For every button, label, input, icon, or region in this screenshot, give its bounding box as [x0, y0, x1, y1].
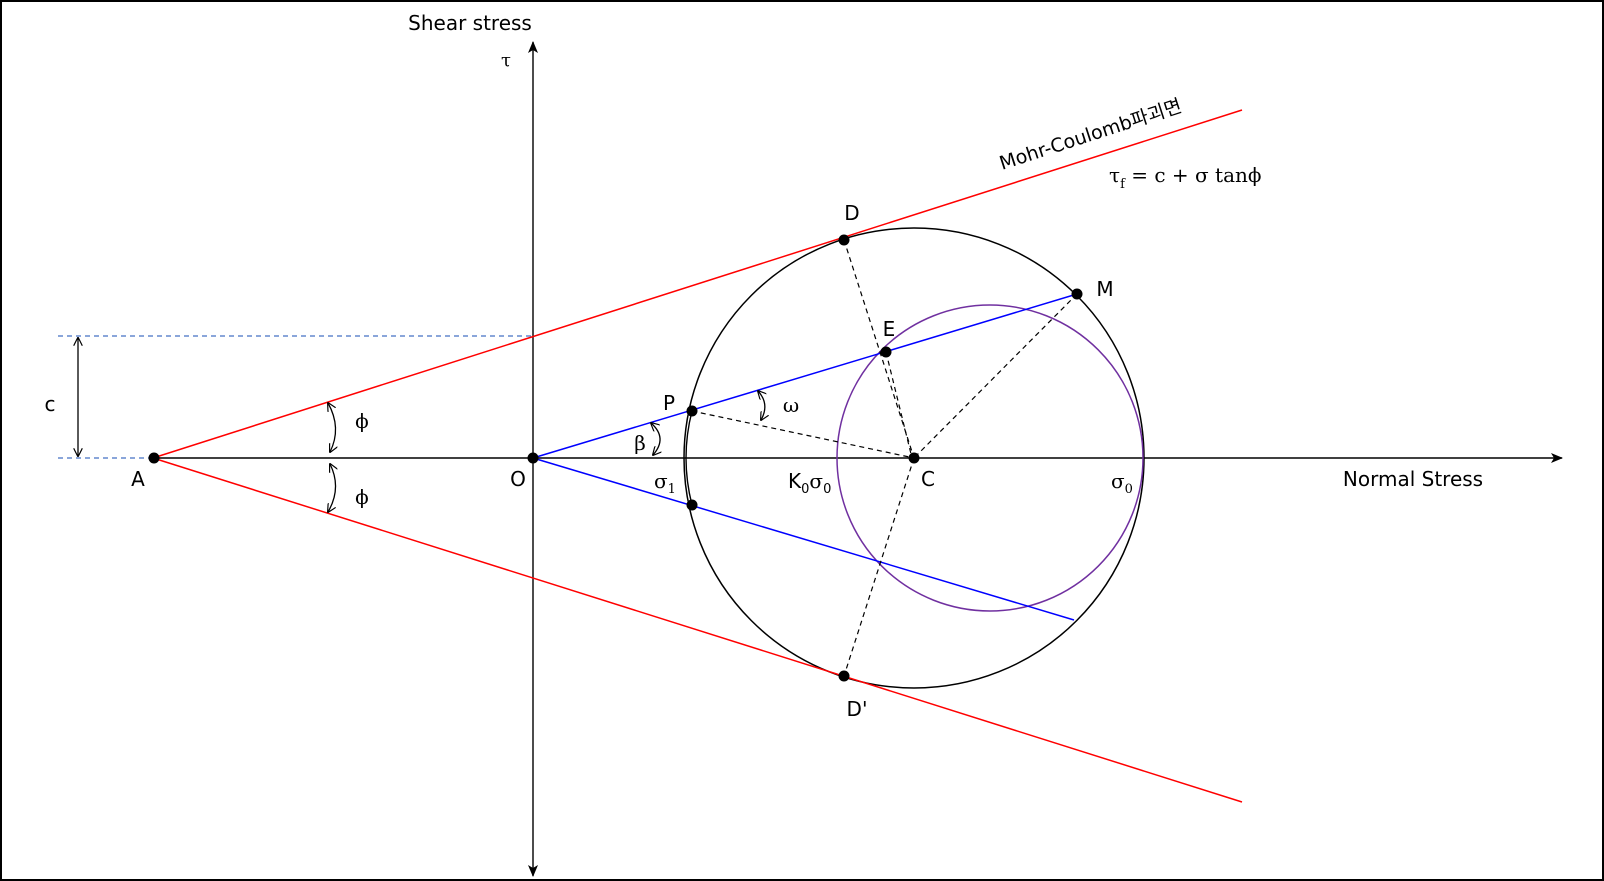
equation-tau: τ	[1109, 163, 1120, 187]
label-phi-lower: ϕ	[355, 485, 369, 509]
label-e: E	[883, 317, 896, 341]
label-m: M	[1096, 277, 1113, 301]
failure-envelope-lower	[152, 457, 1243, 803]
point-e	[880, 346, 892, 358]
label-o: O	[510, 467, 526, 491]
angle-arc-omega	[758, 391, 765, 420]
dash-m-c	[913, 293, 1078, 459]
line-o-lower	[532, 457, 1075, 621]
arc-p-sigma1	[685, 410, 693, 506]
angle-arc-beta	[651, 423, 660, 455]
point-p	[686, 405, 698, 417]
k0-main: K	[788, 469, 802, 493]
dash-e-c	[885, 351, 913, 459]
sigma1-sub: 1	[668, 482, 676, 497]
k0-sub: 0	[801, 482, 809, 497]
label-beta: β	[634, 431, 646, 455]
y-axis-title: Shear stress	[408, 11, 532, 35]
line-o-m	[532, 293, 1078, 459]
label-phi-upper: ϕ	[355, 409, 369, 433]
label-omega: ω	[783, 393, 799, 417]
dash-d-c	[843, 239, 915, 459]
label-d: D	[844, 201, 859, 225]
point-m	[1071, 288, 1083, 300]
x-axis-title: Normal Stress	[1343, 467, 1483, 491]
mohr-circle-inner	[836, 304, 1144, 612]
point-o	[527, 452, 539, 464]
label-p: P	[663, 391, 675, 415]
label-cohesion: c	[45, 392, 56, 416]
y-axis-symbol: τ	[501, 50, 511, 71]
sigma1-main: σ	[654, 469, 668, 493]
angle-arc-phi-lower	[328, 464, 336, 512]
equation-rest: = c + σ tanϕ	[1125, 163, 1262, 187]
equation-sub-f: f	[1120, 177, 1126, 192]
label-sigma1: σ1	[654, 469, 676, 497]
point-d-prime	[838, 670, 850, 682]
label-k0-sigma0: K0σ0	[788, 469, 831, 497]
label-d-prime: D'	[847, 697, 868, 721]
point-sigma1	[686, 499, 698, 511]
dash-c-dprime	[843, 457, 915, 677]
mohr-circle-outer	[683, 227, 1145, 689]
failure-envelope-upper	[152, 109, 1243, 459]
angle-arc-phi-upper	[328, 403, 336, 452]
label-c: C	[921, 467, 935, 491]
point-c	[908, 452, 920, 464]
label-a: A	[131, 467, 145, 491]
sigma0-main: σ	[1111, 469, 1125, 493]
point-a	[148, 452, 160, 464]
envelope-equation: τf = c + σ tanϕ	[1109, 163, 1262, 192]
label-sigma0: σ0	[1111, 469, 1133, 497]
sigma0-sub: 0	[1125, 482, 1133, 497]
k0-sigma: σ	[809, 469, 823, 493]
k0-sigma-sub: 0	[823, 482, 831, 497]
dash-p-c	[691, 410, 915, 459]
point-d	[838, 234, 850, 246]
